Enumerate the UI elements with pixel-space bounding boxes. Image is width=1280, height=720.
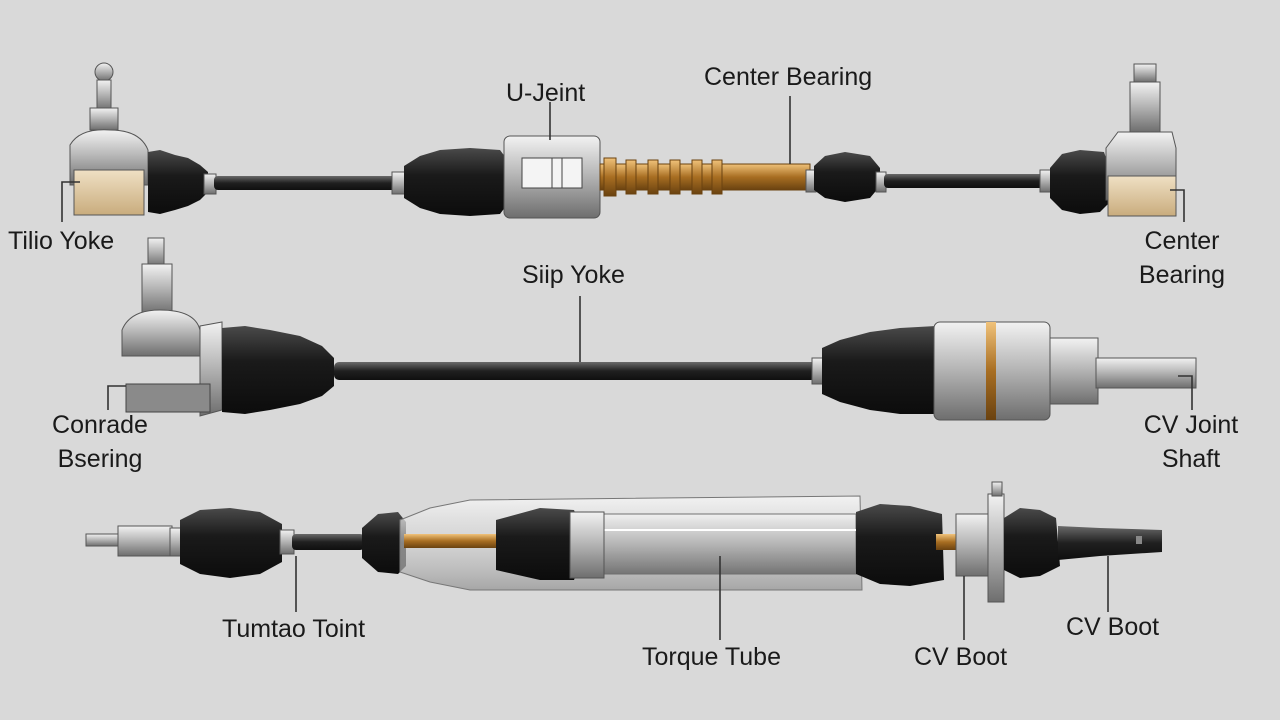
label-slip-yoke: Siip Yoke	[522, 261, 625, 289]
cv-boot-far-right-top	[1050, 150, 1108, 214]
label-center-bearing-top: Center Bearing	[704, 63, 873, 91]
shaft-top-right	[884, 174, 1044, 188]
label-conrade-bearing-line1: Conrade	[52, 411, 148, 439]
center-bearing	[599, 157, 811, 197]
shaft-middle	[334, 362, 816, 380]
label-center-bearing-right: Center Bearing	[1130, 224, 1234, 292]
output-shaft-middle	[1095, 357, 1197, 389]
label-cv-joint-shaft-line1: CV Joint	[1143, 411, 1239, 439]
cv-joint-housing	[933, 321, 1099, 421]
driveshaft-row-2	[121, 237, 1197, 421]
cv-boot-left-middle	[222, 326, 334, 414]
splined-stub	[117, 525, 173, 557]
label-center-bearing-right-line2: Bearing	[1138, 261, 1226, 289]
label-center-bearing-right-line1: Center	[1144, 227, 1220, 255]
label-conrade-bearing: Conrade Bsering	[44, 408, 156, 476]
driveshaft-row-3	[85, 481, 1162, 603]
label-u-joint: U-Jeint	[506, 79, 586, 107]
label-tilio-yoke: Tilio Yoke	[8, 227, 115, 255]
label-cv-boot-center: CV Boot	[914, 643, 1008, 671]
label-torque-tube: Torque Tube	[642, 643, 781, 671]
output-shaft-bottom	[1058, 526, 1162, 560]
shaft-top-left	[214, 176, 396, 190]
u-joint	[503, 135, 601, 219]
driveshaft-row-1	[69, 62, 1177, 219]
torque-tube	[399, 495, 863, 591]
label-cv-boot-right: CV Boot	[1066, 613, 1160, 641]
cv-boot-far-right-bottom	[1004, 508, 1060, 578]
label-cv-joint-shaft-line2: Shaft	[1161, 445, 1221, 473]
label-conrade-bearing-line2: Bsering	[57, 445, 143, 473]
leader-lines	[61, 96, 1193, 640]
cv-boot-center-top	[404, 148, 506, 216]
cv-boot-right-top	[814, 152, 880, 202]
left-yoke-middle	[121, 237, 223, 417]
cv-boot-left-bottom	[180, 508, 282, 578]
right-yoke-top	[1105, 63, 1177, 217]
label-tumtao-joint: Tumtao Toint	[222, 615, 366, 643]
left-yoke-top	[69, 62, 149, 216]
cv-boot-inner-bottom	[362, 512, 406, 574]
label-cv-joint-shaft: CV Joint Shaft	[1134, 408, 1248, 476]
cv-boot-right-middle	[822, 326, 940, 414]
cv-boot-right-bottom	[856, 504, 944, 586]
cv-boot-left-top	[148, 150, 208, 214]
flange-bottom	[955, 481, 1005, 603]
